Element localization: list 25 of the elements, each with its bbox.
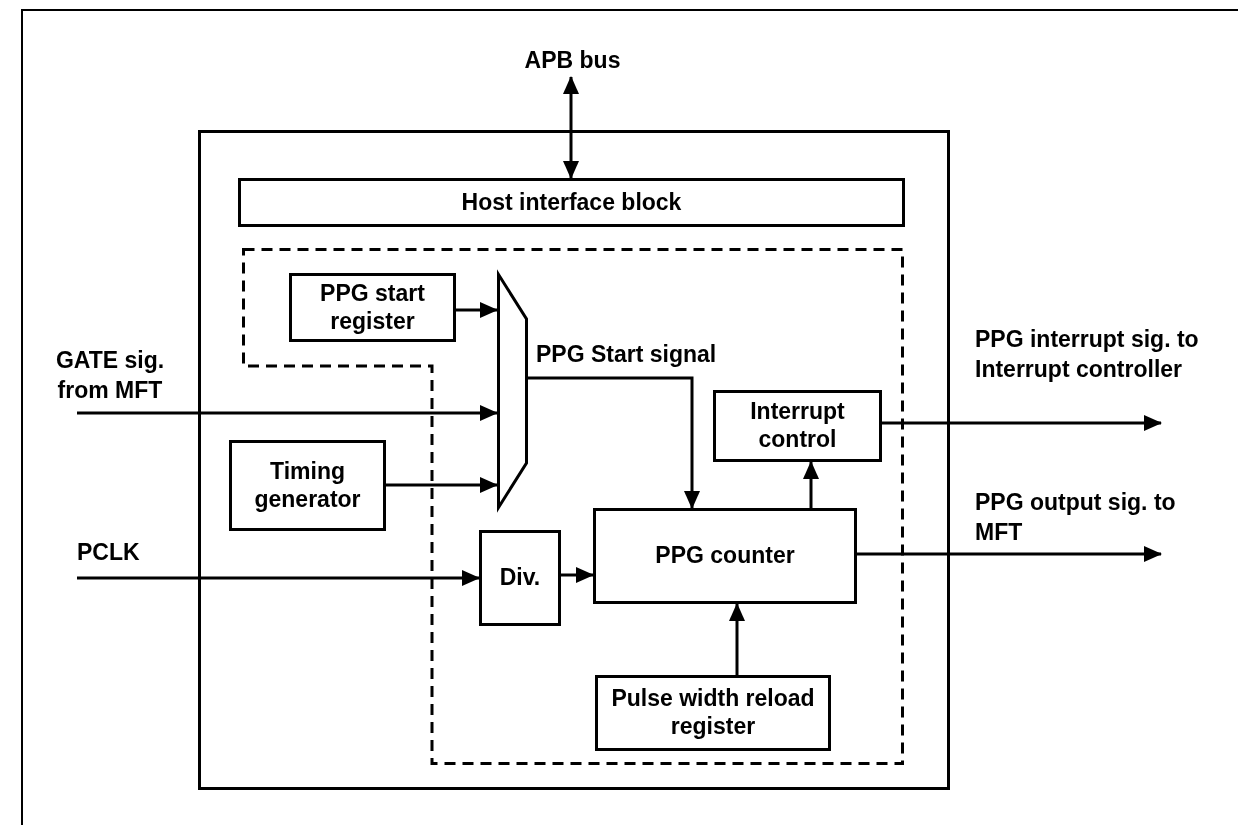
signal-label: PPG interrupt sig. to Interrupt controller [975, 325, 1200, 384]
arrow [563, 76, 579, 179]
arrow [77, 405, 498, 421]
arrow [386, 477, 498, 493]
arrow [882, 415, 1162, 431]
arrow [456, 302, 498, 318]
bus-label: APB bus [515, 45, 630, 77]
arrow [561, 567, 594, 583]
signal-label: PPG Start signal [536, 340, 718, 369]
arrow [77, 570, 480, 586]
arrow [528, 376, 700, 509]
generator-box: Timing generator [229, 440, 386, 531]
register-box: PPG start register [289, 273, 456, 342]
arrow [857, 546, 1162, 562]
interface-box: Host interface block [238, 178, 905, 227]
arrow [729, 603, 745, 675]
arrow [803, 461, 819, 508]
signal-label: GATE sig. from MFT [54, 346, 166, 405]
signal-label: PPG output sig. to MFT [975, 488, 1177, 547]
control-box: Interrupt control [713, 390, 882, 462]
signal-label: PCLK [77, 538, 141, 567]
peripheral-block [198, 130, 950, 790]
dashed-region [242, 248, 904, 765]
register-box: Pulse width reload register [595, 675, 831, 751]
counter-box: PPG counter [593, 508, 857, 604]
